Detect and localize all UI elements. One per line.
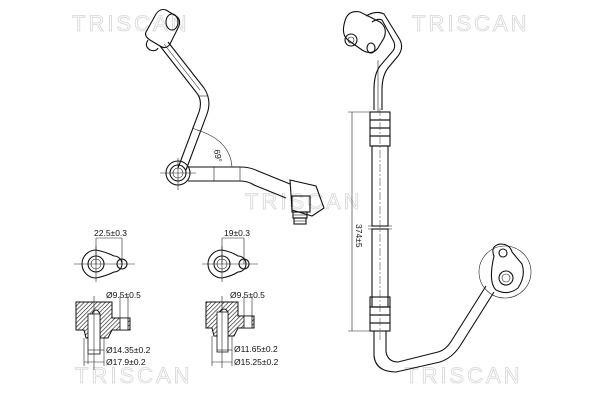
fitting1-section-view: Ø9.5±0.5 Ø14.35±0.2 Ø17.9±0.2: [75, 290, 151, 370]
angle-dimension: 69°: [212, 149, 224, 163]
fitting1-outer-dia: Ø17.9±0.2: [106, 357, 146, 367]
right-top-fitting: [342, 11, 403, 112]
fitting2-center-distance: 19±0.3: [224, 228, 250, 238]
fitting1-top-view: 22.5±0.3: [74, 228, 135, 282]
fitting1-center-distance: 22.5±0.3: [94, 228, 127, 238]
right-bottom-fitting: [478, 243, 532, 299]
right-connector: [289, 179, 325, 225]
watermark-middle: TRISCAN: [245, 189, 363, 214]
watermark-bottom-right: TRISCAN: [405, 363, 523, 388]
right-hose-assembly: 374±5: [342, 11, 532, 373]
fitting2-outer-dia: Ø15.25±0.2: [234, 357, 279, 367]
top-fitting-block: [144, 8, 181, 52]
fitting1-inner-dia: Ø14.35±0.2: [106, 345, 151, 355]
fitting2-section-view: Ø9.5±0.5 Ø11.65±0.2 Ø15.25±0.2: [205, 290, 279, 368]
watermark-top-right: TRISCAN: [412, 11, 530, 36]
fitting2-top-view: 19±0.3: [202, 228, 258, 282]
fitting1-pin-dia: Ø9.5±0.5: [106, 290, 141, 300]
watermarks: TRISCAN TRISCAN TRISCAN TRISCAN TRISCAN: [72, 11, 530, 389]
watermark-top-left: TRISCAN: [72, 11, 190, 36]
fitting2-pin-dia: Ø9.5±0.5: [230, 290, 265, 300]
fitting2-inner-dia: Ø11.65±0.2: [234, 344, 278, 354]
hose-length-dimension: 374±5: [354, 224, 364, 248]
elbow-joint: [160, 158, 196, 190]
left-hose-assembly: 69°: [144, 8, 325, 225]
